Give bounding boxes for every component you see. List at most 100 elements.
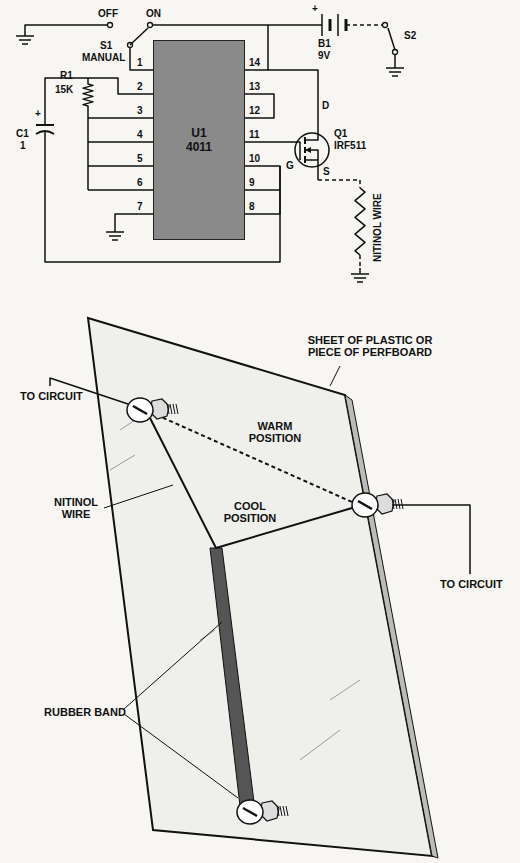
chip-pin [245,189,268,191]
chip-pin [130,141,153,143]
ground-stroke [16,35,34,37]
glare-line [110,455,135,470]
ground-stroke [19,39,31,41]
source-lead [305,160,318,180]
thread [176,404,178,414]
part-label: + [35,108,41,119]
ground-stroke [386,67,404,69]
pin-number: 3 [137,105,143,116]
pin-number: 13 [249,81,260,92]
switch-lever [388,28,395,50]
part-label: IRF511 [334,140,366,151]
pin-number: 9 [249,177,255,188]
part-label: COOL POSITION [220,500,280,524]
part-label: NITINOL WIRE [372,193,383,262]
leader-line [104,485,173,508]
screw-head [352,493,378,517]
chip-pin [245,213,268,215]
part-label: C1 [16,128,29,139]
wire [359,255,361,268]
ground-stroke [24,30,26,36]
terminal [383,23,388,28]
rubber-band [210,548,254,806]
wire [346,24,383,26]
chip-pin [130,117,153,119]
chip-pin [245,93,268,95]
capacitor-plate [36,124,54,126]
ground-symbol [351,268,369,282]
ground-stroke [351,273,369,275]
thread [167,404,169,414]
thread [286,806,288,816]
wire [88,78,130,94]
part-label: 1 [20,140,26,151]
battery-plate [329,19,332,31]
warm-position-line [150,412,352,502]
wire [318,180,360,188]
part-label: WARM POSITION [240,420,310,444]
screw-slot [133,406,147,414]
glare-line [300,730,340,760]
wire [88,141,130,143]
thread [395,499,397,509]
ground-stroke [392,75,398,77]
wire [115,214,130,226]
wire [88,117,130,119]
part-label: S2 [404,30,416,41]
wire [152,24,322,26]
chip-pin [245,117,268,119]
screw-slot [243,808,257,816]
chip-label: U1 [191,126,206,140]
wire [25,25,108,30]
thread [170,404,172,414]
part-label: 9V [318,50,330,61]
pin-number: 10 [249,153,260,164]
part-label: S1 [100,40,112,51]
leader-line [124,622,222,709]
lead-wire [392,505,470,574]
sheet-edge [345,395,438,858]
part-label: OFF [98,8,118,19]
nitinol-wire [150,418,352,548]
thread [283,806,285,816]
ground-stroke [106,231,124,233]
thread [277,806,279,816]
battery-plate [337,14,339,36]
part-label: + [312,3,318,14]
wire [130,47,153,70]
thread [398,499,400,509]
wire [245,25,268,70]
part-label: Q1 [334,128,347,139]
chip-pin [130,93,153,95]
ground-stroke [114,226,116,232]
drain-lead [268,70,318,140]
screw-head [237,800,263,824]
part-label: S [323,166,330,177]
wire [88,165,130,167]
gate-lead [268,142,300,160]
part-label: SHEET OF PLASTIC OR PIECE OF PERFBOARD [300,334,440,358]
chip-pin [245,141,268,143]
screw-slot [358,501,372,509]
wire [268,94,274,118]
pin-number: 6 [137,177,143,188]
terminal-screw [237,800,288,824]
mosfet-arrow [305,150,318,160]
wire [45,78,88,125]
ground-stroke [389,71,401,73]
chip-pin [130,165,153,167]
nitinol-resistor-symbol [355,188,365,255]
thread [401,499,403,509]
thread [173,404,175,414]
part-label: RUBBER BAND [40,706,130,718]
chip-pin [245,165,268,167]
ground-stroke [109,235,121,237]
thread [392,499,394,509]
pin-number: 8 [249,201,255,212]
ground-symbol [16,30,34,44]
part-label: D [322,100,329,111]
ic-chip: U14011 [153,40,245,240]
pin-number: 1 [137,57,143,68]
wire [268,189,280,191]
